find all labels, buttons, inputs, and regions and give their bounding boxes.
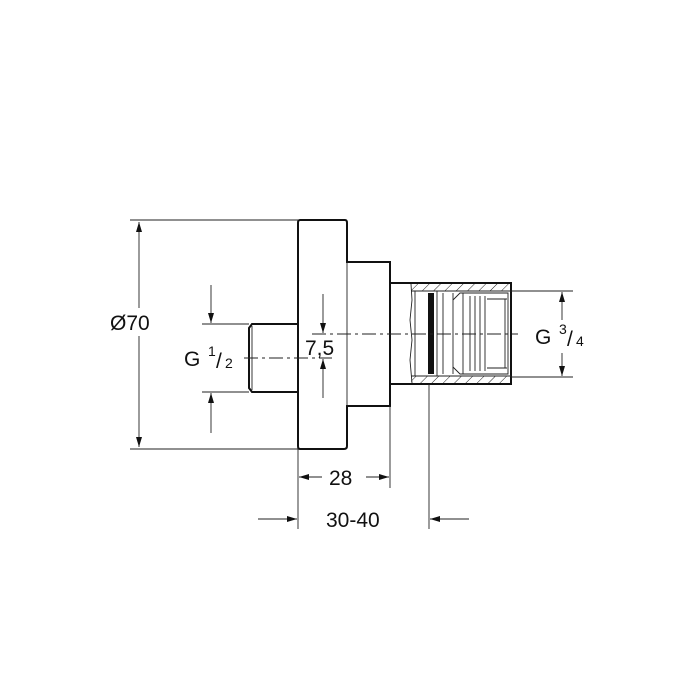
- diameter-dimension: Ø70: [104, 219, 298, 450]
- diameter-label: Ø70: [110, 312, 150, 335]
- outlet-nut: [389, 282, 512, 385]
- inlet-thread-denominator: 2: [225, 355, 233, 371]
- outlet-thread-prefix: G: [535, 326, 551, 349]
- outlet-thread-denominator: 4: [576, 333, 584, 349]
- flange: [297, 219, 391, 450]
- offset-label: 7,5: [305, 337, 334, 360]
- inlet-thread-prefix: G: [184, 348, 200, 371]
- depth-dimension: 28: [297, 384, 430, 529]
- inlet-thread-dimension: G 1 / 2: [184, 285, 249, 433]
- depth-label: 28: [329, 467, 352, 490]
- fitting-body: [248, 219, 391, 450]
- projection-label: 30-40: [326, 509, 380, 532]
- fraction-slash: /: [216, 350, 222, 373]
- offset-dimension: 7,5: [305, 294, 345, 398]
- outlet-thread-dimension: G 3 / 4: [511, 290, 584, 378]
- fraction-slash: /: [567, 328, 573, 351]
- outlet-thread-numerator: 3: [559, 321, 567, 337]
- projection-dimension: 30-40: [258, 509, 469, 532]
- inlet-thread-numerator: 1: [208, 343, 216, 359]
- seal-washer: [428, 293, 434, 374]
